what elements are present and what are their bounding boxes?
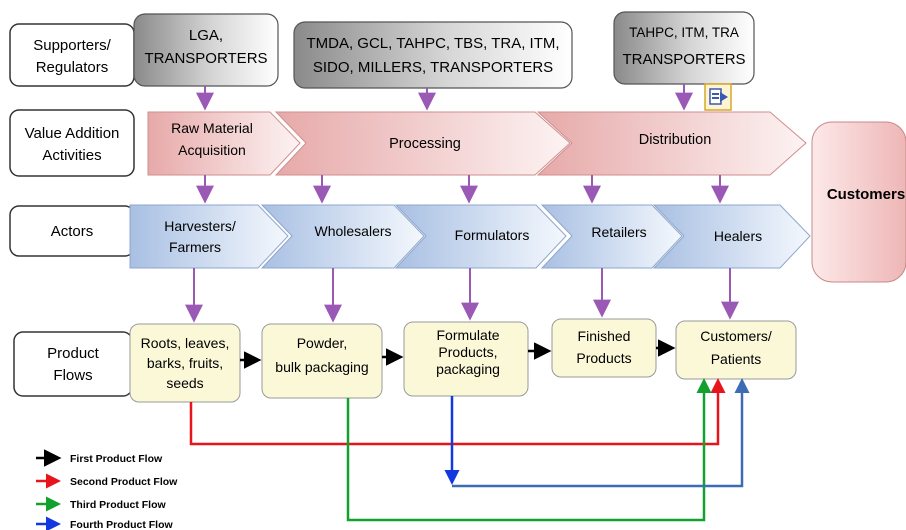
- row-label-value-addition-line2: Activities: [42, 147, 101, 164]
- row-label-actors: Actors: [9, 205, 135, 257]
- actor-harvesters-line2: Farmers: [169, 239, 221, 255]
- product-raw-line2: barks, fruits,: [147, 355, 223, 371]
- row-label-supporters-line2: Regulators: [36, 59, 109, 76]
- activity-chevron-processing: Processing: [274, 111, 571, 176]
- product-patients-line1: Customers/: [700, 328, 772, 344]
- supporter-box-1: LGA, TRANSPORTERS: [133, 13, 279, 87]
- fourth-flow-path-return: [452, 378, 750, 488]
- product-formulate-line3: packaging: [436, 361, 500, 377]
- supporter-3-line1: TAHPC, ITM, TRA: [629, 25, 739, 40]
- row-label-value-addition-line1: Value Addition: [25, 125, 120, 142]
- legend-second-label: Second Product Flow: [70, 476, 178, 488]
- legend-item-first: First Product Flow: [36, 449, 163, 467]
- supporter-3-line2: TRANSPORTERS: [622, 51, 745, 68]
- third-flow-path: [346, 378, 712, 522]
- activity-processing-label: Processing: [389, 136, 461, 152]
- row-label-product-flows: Product Flows: [13, 331, 133, 397]
- activity-distribution-label: Distribution: [639, 132, 712, 148]
- actor-harvesters-line1: Harvesters/: [164, 218, 236, 234]
- product-finished-line2: Products: [576, 350, 631, 366]
- actor-chevron-healers: Healers: [652, 204, 811, 269]
- row-label-supporters: Supporters/ Regulators: [9, 23, 135, 87]
- row-label-supporters-line1: Supporters/: [33, 37, 111, 54]
- legend-first-label: First Product Flow: [70, 453, 163, 465]
- product-finished-line1: Finished: [578, 328, 631, 344]
- actor-chevron-harvesters: Harvesters/ Farmers: [129, 204, 289, 269]
- product-box-patients: Customers/ Patients: [675, 320, 797, 380]
- product-raw-line1: Roots, leaves,: [141, 335, 230, 351]
- actor-chevron-formulators: Formulators: [394, 204, 567, 269]
- actor-wholesalers-label: Wholesalers: [314, 223, 391, 239]
- legend-item-fourth: Fourth Product Flow: [36, 516, 173, 530]
- legend-item-second: Second Product Flow: [36, 473, 178, 489]
- actor-chevron-wholesalers: Wholesalers: [260, 204, 425, 269]
- actor-retailers-label: Retailers: [591, 224, 646, 240]
- product-patients-line2: Patients: [711, 351, 762, 367]
- row-label-product-flows-line2: Flows: [53, 367, 92, 384]
- product-powder-line2: bulk packaging: [275, 359, 368, 375]
- product-formulate-line2: Products,: [438, 344, 497, 360]
- supporter-1-line2: TRANSPORTERS: [144, 50, 267, 67]
- legend-fourth-label: Fourth Product Flow: [70, 519, 173, 530]
- supporter-box-3: TAHPC, ITM, TRA TRANSPORTERS: [613, 11, 755, 85]
- actor-chevron-retailers: Retailers: [540, 204, 683, 269]
- customers-block: Customers: [811, 121, 906, 283]
- activity-chevron-acquisition: Raw Material Acquisition: [147, 111, 301, 176]
- customers-label: Customers: [827, 186, 905, 203]
- second-flow-path: [189, 378, 726, 446]
- product-raw-line3: seeds: [166, 375, 203, 391]
- row-label-actors-text: Actors: [51, 223, 94, 240]
- product-box-powder: Powder, bulk packaging: [261, 323, 383, 399]
- product-box-formulate: Formulate Products, packaging: [403, 321, 529, 397]
- actor-formulators-label: Formulators: [455, 227, 530, 243]
- product-box-finished: Finished Products: [551, 318, 657, 378]
- supporter-1-line1: LGA,: [189, 27, 223, 44]
- activity-chevron-distribution: Distribution: [536, 111, 807, 176]
- product-formulate-line1: Formulate: [436, 327, 499, 343]
- activity-acquisition-line2: Acquisition: [178, 142, 246, 158]
- actor-healers-label: Healers: [714, 228, 762, 244]
- supporter-2-line1: TMDA, GCL, TAHPC, TBS, TRA, ITM,: [306, 35, 559, 52]
- product-powder-line1: Powder,: [297, 335, 348, 351]
- row-label-value-addition: Value Addition Activities: [9, 109, 135, 177]
- supporter-2-line2: SIDO, MILLERS, TRANSPORTERS: [313, 59, 553, 76]
- product-box-raw-materials: Roots, leaves, barks, fruits, seeds: [129, 323, 241, 403]
- row-label-product-flows-line1: Product: [47, 345, 100, 362]
- activity-acquisition-line1: Raw Material: [171, 120, 253, 136]
- legend-third-label: Third Product Flow: [70, 499, 166, 511]
- legend: First Product Flow Second Product Flow T…: [36, 449, 178, 530]
- supporter-box-2: TMDA, GCL, TAHPC, TBS, TRA, ITM, SIDO, M…: [293, 21, 573, 89]
- embedded-document-icon: [704, 83, 732, 111]
- legend-item-third: Third Product Flow: [36, 496, 166, 512]
